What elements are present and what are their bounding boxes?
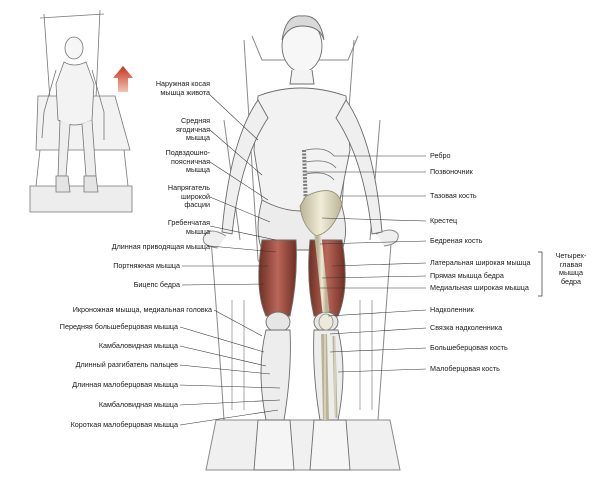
label-sacrum: Крестец (430, 216, 458, 225)
label-tibia: Большеберцовая кость (430, 343, 508, 352)
label-soleus-2: Камбаловидная мышца (98, 400, 178, 409)
label-adductor-longus: Длинная приводящая мышца (111, 242, 210, 251)
label-femur: Бедреная кость (430, 236, 483, 245)
label-quadriceps: Четырех- главая мышца бедра (555, 251, 587, 286)
label-tensor-fasciae: Напрягатель широкой фасции (167, 183, 210, 210)
label-peroneus-longus: Длинная малоберцовая мышца (72, 380, 178, 389)
thumbnail-figure (29, 9, 133, 213)
label-sartorius: Портняжная мышца (113, 261, 180, 270)
label-peroneus-brevis: Короткая малоберцовая мышца (70, 420, 178, 429)
label-vastus-medialis: Медиальная широкая мышца (430, 283, 529, 292)
label-gluteus-medius: Средняя ягодичная мышца (175, 116, 210, 143)
label-patellar-ligament: Связка надколенника (430, 323, 503, 332)
label-patella: Надколенник (430, 305, 474, 314)
label-rectus-femoris: Прямая мышца бедра (430, 271, 504, 280)
label-gastrocnemius-medial: Икроножная мышца, медиальная головка (72, 305, 212, 314)
label-vastus-lateralis: Латеральная широкая мышца (430, 258, 531, 267)
label-rib: Ребро (430, 151, 451, 160)
main-figure (221, 15, 383, 471)
label-pelvis: Тазовая кость (430, 191, 477, 200)
leader-lines-right (306, 155, 427, 373)
up-arrow-icon (113, 66, 133, 92)
label-external-oblique: Наружная косая мышца живота (155, 79, 210, 97)
quadriceps-bracket (538, 251, 543, 297)
skeleton (299, 148, 343, 421)
label-extensor-digitorum: Длинный разгибатель пальцев (75, 360, 178, 369)
label-iliopsoas: Подвздошно- поясничная мышца (165, 148, 210, 175)
label-pectineus: Гребенчатая мышца (167, 218, 210, 236)
label-tibialis-anterior: Передняя большеберцовая мышца (59, 322, 178, 331)
label-spine: Позвоночник (430, 167, 473, 176)
label-biceps-femoris: Бицепс бедра (133, 280, 180, 289)
label-soleus-1: Камбаловидная мышца (98, 341, 178, 350)
label-fibula: Малоберцовая кость (430, 364, 500, 373)
leader-lines-left (179, 94, 281, 426)
